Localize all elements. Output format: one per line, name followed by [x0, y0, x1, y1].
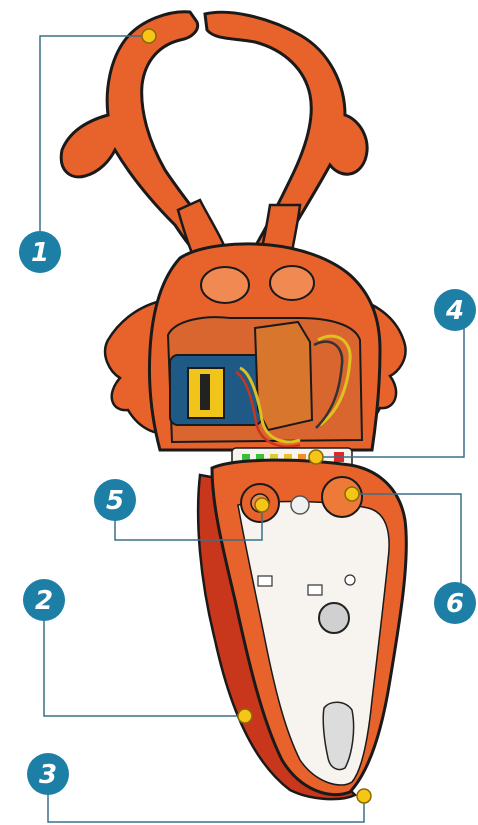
clamp-jaws: [61, 12, 367, 264]
callout-number: 1: [31, 238, 49, 268]
anchor-dot-1: [142, 29, 156, 43]
anchor-dot-3: [357, 789, 371, 803]
callout-6: 6: [434, 582, 476, 624]
left-eye: [201, 267, 249, 303]
panel-hole-2: [308, 585, 322, 595]
callout-number: 6: [446, 589, 464, 619]
anchor-dot-2: [238, 709, 252, 723]
device-head: [105, 244, 405, 468]
callout-1: 1: [19, 231, 61, 273]
callout-number: 5: [106, 486, 124, 516]
panel-hole-3: [345, 575, 355, 585]
right-eye: [270, 266, 314, 300]
probe-slot: [323, 702, 353, 769]
anchor-dot-4: [309, 450, 323, 464]
device-handle: [198, 460, 406, 799]
anchor-dot-6: [345, 487, 359, 501]
anchor-dot-5: [255, 498, 269, 512]
callout-3: 3: [27, 753, 69, 795]
callout-number: 2: [35, 586, 53, 616]
callout-4: 4: [434, 289, 476, 331]
callout-number: 4: [445, 296, 464, 326]
callout-5: 5: [94, 479, 136, 521]
panel-hole-1: [258, 576, 272, 586]
speaker: [319, 603, 349, 633]
sensor-box: [255, 322, 312, 430]
battery-slot: [200, 374, 210, 410]
callout-number: 3: [39, 760, 57, 790]
center-button: [291, 496, 309, 514]
callout-2: 2: [23, 579, 65, 621]
